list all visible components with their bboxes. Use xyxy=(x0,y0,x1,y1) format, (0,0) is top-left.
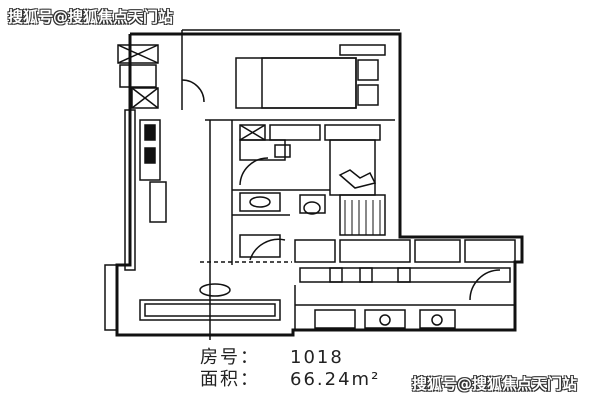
room-number-line: 房号： 1018 xyxy=(200,343,344,369)
room-number: 1018 xyxy=(290,347,344,368)
bed xyxy=(235,44,386,109)
left-window xyxy=(104,109,136,331)
outer-walls xyxy=(115,29,524,337)
area-label: 面积： xyxy=(200,369,260,390)
area-line: 面积： 66.24m² xyxy=(200,365,380,391)
desk-area xyxy=(239,124,381,196)
room-label: 房号： xyxy=(200,347,260,368)
bathroom xyxy=(232,157,386,261)
kitchen-area xyxy=(200,239,516,330)
area-value: 66.24m² xyxy=(290,369,381,390)
watermark-bottom: 搜狐号@搜狐焦点天门站 xyxy=(412,375,578,393)
watermark-top: 搜狐号@搜狐焦点天门站 xyxy=(8,8,174,26)
living-furniture xyxy=(139,283,281,321)
wardrobe xyxy=(117,40,205,223)
